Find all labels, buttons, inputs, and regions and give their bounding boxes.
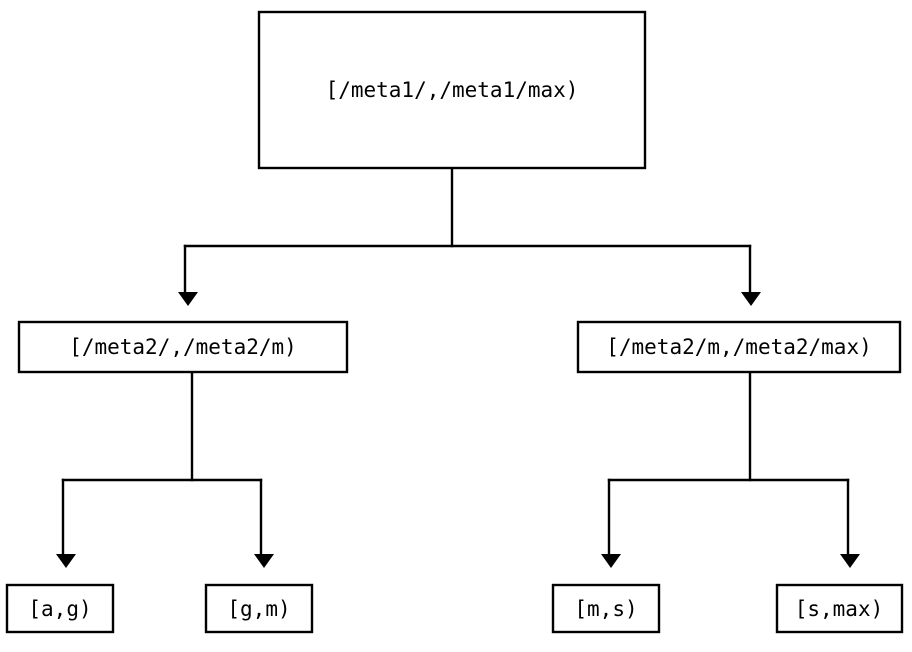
node-leaf-m-s[interactable]: [m,s) [551, 583, 661, 634]
arrowhead-to-leaf-g-m [254, 554, 274, 568]
arrowhead-to-leaf-a-g [56, 554, 76, 568]
node-mid-right-box[interactable] [576, 320, 902, 374]
node-leaf-g-m-box[interactable] [204, 583, 314, 634]
node-mid-left-box[interactable] [17, 320, 349, 374]
node-leaf-s-max-label: [s,max) [795, 597, 884, 621]
edges-midleft-to-leaves [56, 370, 274, 568]
node-mid-right[interactable]: [/meta2/m,/meta2/max) [576, 320, 902, 374]
node-mid-left-label: [/meta2/,/meta2/m) [69, 335, 297, 359]
node-root-label: [/meta1/,/meta1/max) [326, 78, 579, 102]
node-leaf-m-s-label: [m,s) [574, 597, 637, 621]
edges-midright-to-leaves [601, 370, 860, 568]
node-mid-left[interactable]: [/meta2/,/meta2/m) [17, 320, 349, 374]
node-root[interactable]: [/meta1/,/meta1/max) [257, 10, 647, 170]
node-leaf-s-max[interactable]: [s,max) [775, 583, 904, 634]
node-mid-right-label: [/meta2/m,/meta2/max) [606, 335, 872, 359]
node-leaf-m-s-box[interactable] [551, 583, 661, 634]
edges-root-to-level2 [178, 166, 761, 306]
node-leaf-g-m[interactable]: [g,m) [204, 583, 314, 634]
arrowhead-to-mid-left [178, 292, 198, 306]
arrowhead-to-mid-right [741, 292, 761, 306]
node-leaf-g-m-label: [g,m) [227, 597, 290, 621]
node-leaf-a-g-label: [a,g) [28, 597, 91, 621]
node-leaf-a-g-box[interactable] [5, 583, 115, 634]
arrowhead-to-leaf-m-s [601, 554, 621, 568]
arrowhead-to-leaf-s-max [840, 554, 860, 568]
node-leaf-a-g[interactable]: [a,g) [5, 583, 115, 634]
node-leaf-s-max-box[interactable] [775, 583, 904, 634]
node-root-box[interactable] [257, 10, 647, 170]
